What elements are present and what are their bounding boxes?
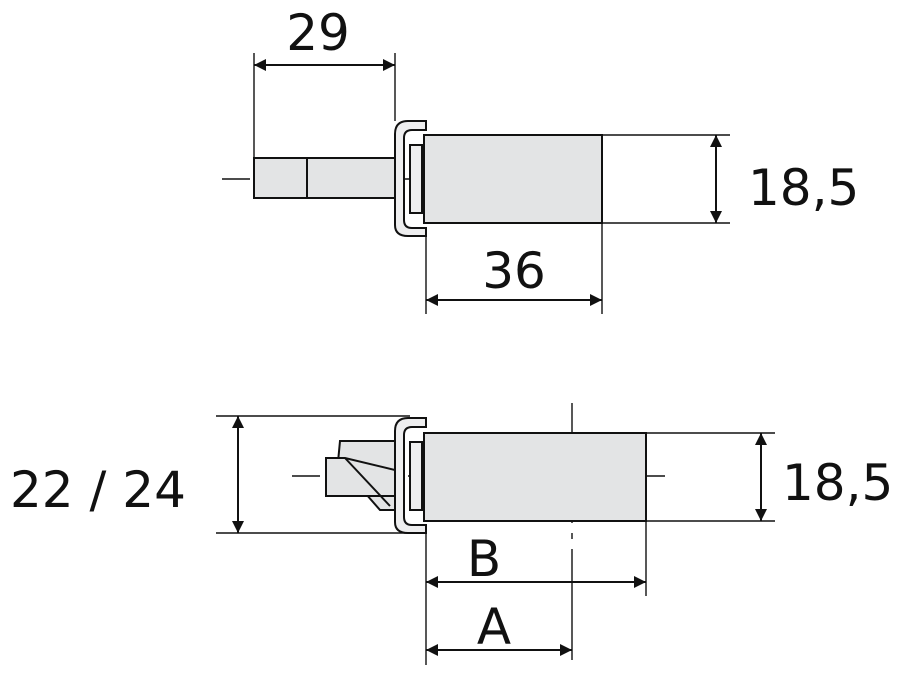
bottom-dim-b-label: B <box>467 530 501 588</box>
top-clip-plate <box>394 120 427 237</box>
top-clip-slot <box>409 144 423 214</box>
top-body <box>423 134 603 224</box>
bottom-view: 22 / 24 18,5 B A <box>10 403 893 665</box>
bottom-dim-a-label: A <box>477 598 511 656</box>
bottom-clip-slot <box>409 441 423 511</box>
bottom-clip-plate <box>394 417 427 534</box>
bottom-body <box>423 432 647 522</box>
top-view: 29 36 18,5 <box>222 4 859 314</box>
top-dim-185-label: 18,5 <box>748 159 859 217</box>
bottom-dim-2224-label: 22 / 24 <box>10 461 186 519</box>
top-dim-36-label: 36 <box>482 242 546 300</box>
bottom-dim-185-label: 18,5 <box>782 454 893 512</box>
top-dim-29-label: 29 <box>286 4 350 62</box>
bottom-lever-edge <box>344 457 391 507</box>
top-pin <box>253 157 401 199</box>
